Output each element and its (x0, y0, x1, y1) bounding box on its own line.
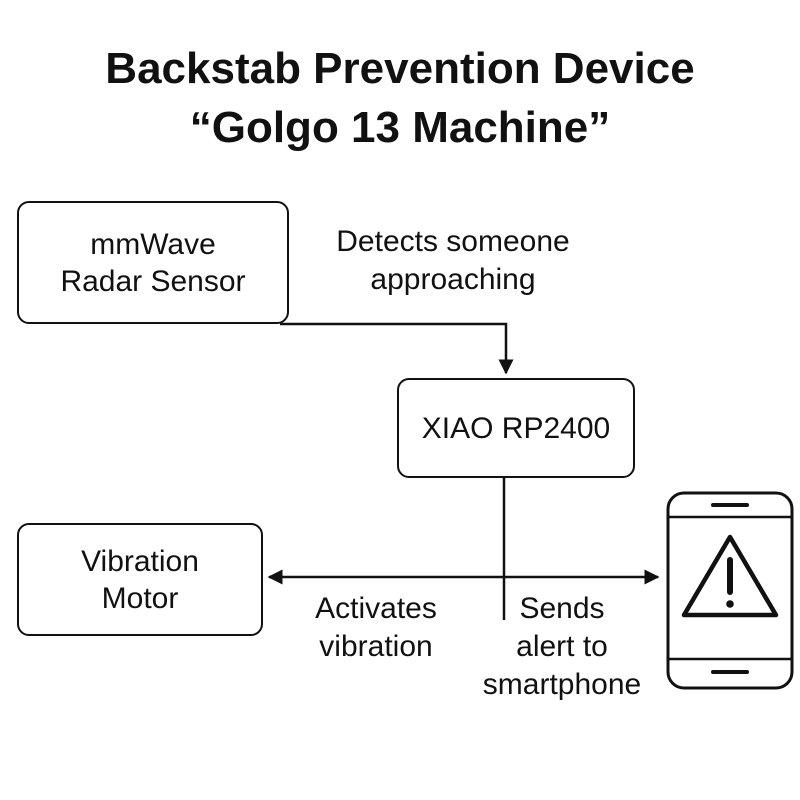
edge-label-sends-line-1: Sends (519, 592, 605, 625)
edge-label-activates: Activates vibration (296, 590, 456, 666)
diagram-title-line-1: Backstab Prevention Device (105, 44, 695, 93)
edge-label-sends: Sends alert to smartphone (462, 590, 662, 704)
edge-label-sends-line-2: alert to (516, 630, 608, 663)
microcontroller-label: XIAO RP2400 (421, 411, 611, 445)
vibration-motor-label-line-2: Motor (101, 581, 179, 615)
edge-label-activates-line-1: Activates (315, 592, 437, 625)
edge-label-detects: Detects someone approaching (314, 223, 592, 299)
warning-triangle-icon (681, 534, 779, 618)
vibration-motor-node: Vibration Motor (17, 523, 263, 636)
diagram-title-line-2: “Golgo 13 Machine” (189, 103, 611, 152)
microcontroller-node: XIAO RP2400 (397, 378, 635, 478)
arrow-radar-to-mcu (280, 322, 514, 375)
edge-label-detects-line-2: approaching (370, 263, 536, 296)
radar-sensor-label-line-1: mmWave (90, 227, 216, 261)
edge-label-sends-line-3: smartphone (482, 668, 642, 701)
vibration-motor-label-line-1: Vibration (81, 544, 199, 578)
radar-sensor-node: mmWave Radar Sensor (17, 201, 289, 324)
warning-exclamation-dot (726, 600, 734, 608)
edge-label-activates-line-2: vibration (319, 630, 433, 663)
radar-sensor-label-line-2: Radar Sensor (60, 264, 246, 298)
smartphone-warning-icon (666, 491, 794, 690)
edge-label-detects-line-1: Detects someone (336, 225, 570, 258)
